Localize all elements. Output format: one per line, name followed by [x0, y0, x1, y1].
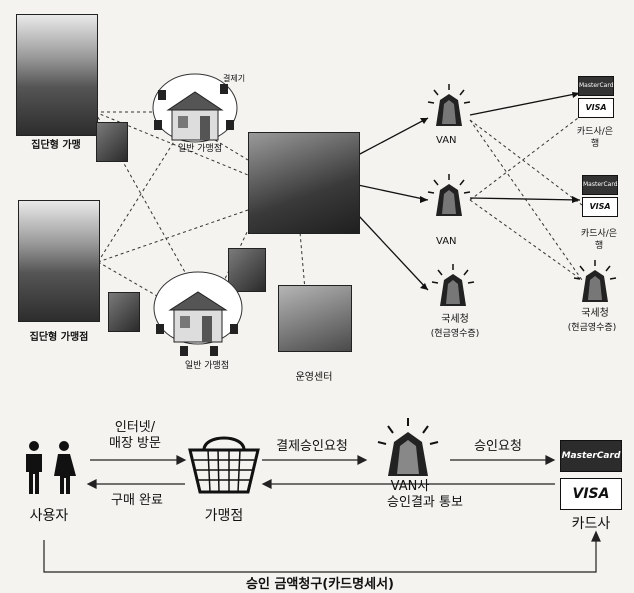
- mastercard-logo-flow: MasterCard: [560, 440, 622, 472]
- terminal-photo-2: [108, 292, 140, 332]
- cluster-store-photo-1: [16, 14, 98, 136]
- card-company-logos: MasterCard VISA: [560, 440, 622, 512]
- tax-office-label: 국세청: [441, 314, 469, 325]
- card-company-label-1: 카드사/은 행: [576, 127, 614, 149]
- tax-office-building: [430, 262, 476, 308]
- tax-office-right-sub: (현금영수증): [567, 323, 617, 333]
- cluster-store-photo-2: [18, 200, 100, 322]
- van-label-1: VAN: [436, 135, 457, 146]
- card-company-label: 카드사: [571, 516, 611, 532]
- tax-office-right-label: 국세청: [581, 308, 609, 319]
- store-label: 가맹점: [204, 508, 244, 524]
- van-company-label: VAN사: [390, 479, 430, 494]
- bottom-claim-label: 승인 금액청구(카드명세서): [246, 577, 394, 592]
- terminal-photo-1: [96, 122, 128, 162]
- tax-office-sub: (현금영수증): [430, 329, 480, 339]
- mastercard-logo-1: MasterCard: [578, 76, 614, 96]
- approval-request-label: 승인요청: [474, 439, 522, 454]
- general-store-illustration-2: [150, 268, 245, 360]
- card-logos-2: MasterCard VISA: [582, 175, 618, 221]
- card-logos-1: MasterCard VISA: [578, 76, 614, 122]
- tax-office-building-right: [572, 258, 618, 304]
- cluster-store-label-1: 집단형 가맹: [31, 140, 81, 151]
- basket-icon: [186, 430, 262, 496]
- van-building-1: [426, 82, 472, 128]
- van-company-building: [376, 418, 440, 478]
- purchase-done-label: 구매 완료: [111, 493, 163, 508]
- user-icon: [14, 440, 84, 496]
- mastercard-logo-2: MasterCard: [582, 175, 618, 195]
- visa-logo-1: VISA: [578, 98, 614, 118]
- general-store-label-1: 일반 가맹점: [177, 144, 223, 154]
- card-company-label-2: 카드사/은 행: [580, 229, 618, 251]
- central-server-photo: [248, 132, 360, 234]
- van-label-2: VAN: [436, 236, 457, 247]
- ops-center-label: 운영센터: [295, 372, 333, 383]
- cluster-store-label-2: 집단형 가맹점: [29, 332, 89, 343]
- van-building-2: [426, 172, 472, 218]
- general-store-label-2: 일반 가맹점: [184, 361, 230, 371]
- ops-center-photo: [278, 285, 352, 352]
- payment-request-label: 결제승인요청: [276, 439, 348, 454]
- visa-logo-flow: VISA: [560, 478, 622, 510]
- terminal-photo-3: [228, 248, 266, 292]
- visa-logo-2: VISA: [582, 197, 618, 217]
- visit-arrow-label: 인터넷/ 매장 방문: [109, 420, 161, 451]
- general-store-illustration-1: [150, 70, 240, 160]
- approval-result-label: 승인결과 통보: [387, 495, 463, 510]
- user-label: 사용자: [29, 508, 69, 524]
- terminal-label: 결제기: [223, 74, 246, 83]
